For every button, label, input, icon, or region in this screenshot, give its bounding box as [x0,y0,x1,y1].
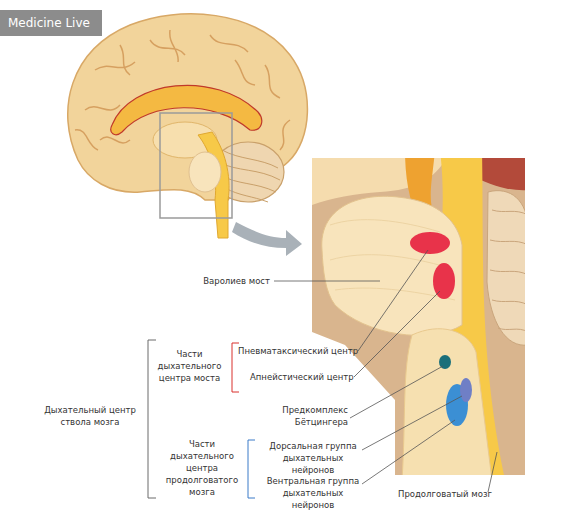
watermark: Medicine Live [8,16,103,32]
leader-line [354,291,440,377]
dorsal-group [460,378,472,402]
folia-zoom [490,210,528,332]
zoom-arrow [232,222,302,256]
leader-line [488,452,497,492]
leader-line [362,420,455,484]
leader-line [358,250,428,351]
zoom-panel [300,150,540,490]
structure-label: Варолиев мост [170,275,270,287]
cerebellum-zoom [487,191,528,346]
watermark-box [0,10,102,36]
group-label: Части дыхательного центра моста [152,348,227,384]
zoom-frame [160,113,232,218]
apneustic-center [433,263,455,299]
bracket [232,343,239,392]
structure-label: Продолговатый мозг [398,488,498,500]
structure-label: Предкомплекс Бётцингера [258,404,348,428]
pons-small [189,152,221,192]
pons [322,196,462,335]
pons-fibers [330,220,455,300]
leader-line [350,366,443,418]
pneumotaxic-center [410,232,450,254]
structure-label: Вентральная группа дыхательных нейронов [262,475,364,511]
structure-label: Пневматаксический центр [238,345,363,357]
bracket [148,340,156,498]
group-label: Части дыхательного центра продолговатого… [160,438,244,498]
bracket [248,440,255,498]
panel-bg [300,150,540,490]
leader-line [274,281,380,282]
structure-label: Дорсальная группа дыхательных нейронов [262,440,364,476]
structure-label: Апнейстический центр [250,371,360,383]
group-label: Дыхательный центр ствола мозга [40,404,140,428]
leader-line [362,396,462,450]
